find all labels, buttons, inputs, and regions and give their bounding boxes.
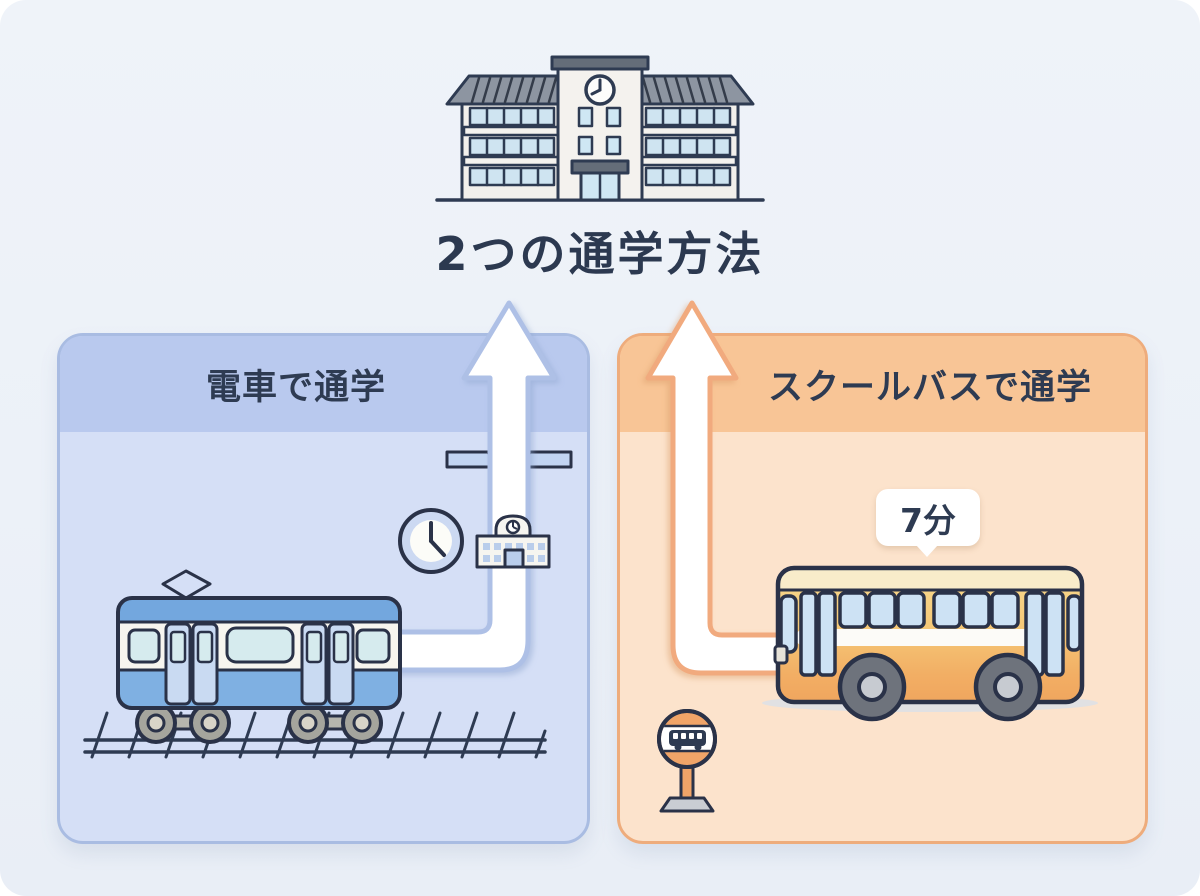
duration-bubble: 7分 xyxy=(876,489,980,557)
train-commute-panel: 電車で通学 xyxy=(57,333,590,844)
wing-windows xyxy=(462,106,738,187)
school-building-icon xyxy=(435,55,765,202)
bus-panel-header: スクールバスで通学 xyxy=(620,336,1145,432)
duration-label: 7分 xyxy=(900,500,956,540)
bus-commute-panel: スクールバスで通学 xyxy=(617,333,1148,844)
roof-hatching-left xyxy=(470,76,558,104)
school-clock-icon xyxy=(584,74,616,106)
roof-hatching-right xyxy=(641,76,729,104)
page-title: 2つの通学方法 xyxy=(435,227,765,281)
bus-panel-label: スクールバスで通学 xyxy=(767,367,1092,408)
train-panel-header: 電車で通学 xyxy=(60,336,587,432)
train-panel-label: 電車で通学 xyxy=(205,367,386,408)
